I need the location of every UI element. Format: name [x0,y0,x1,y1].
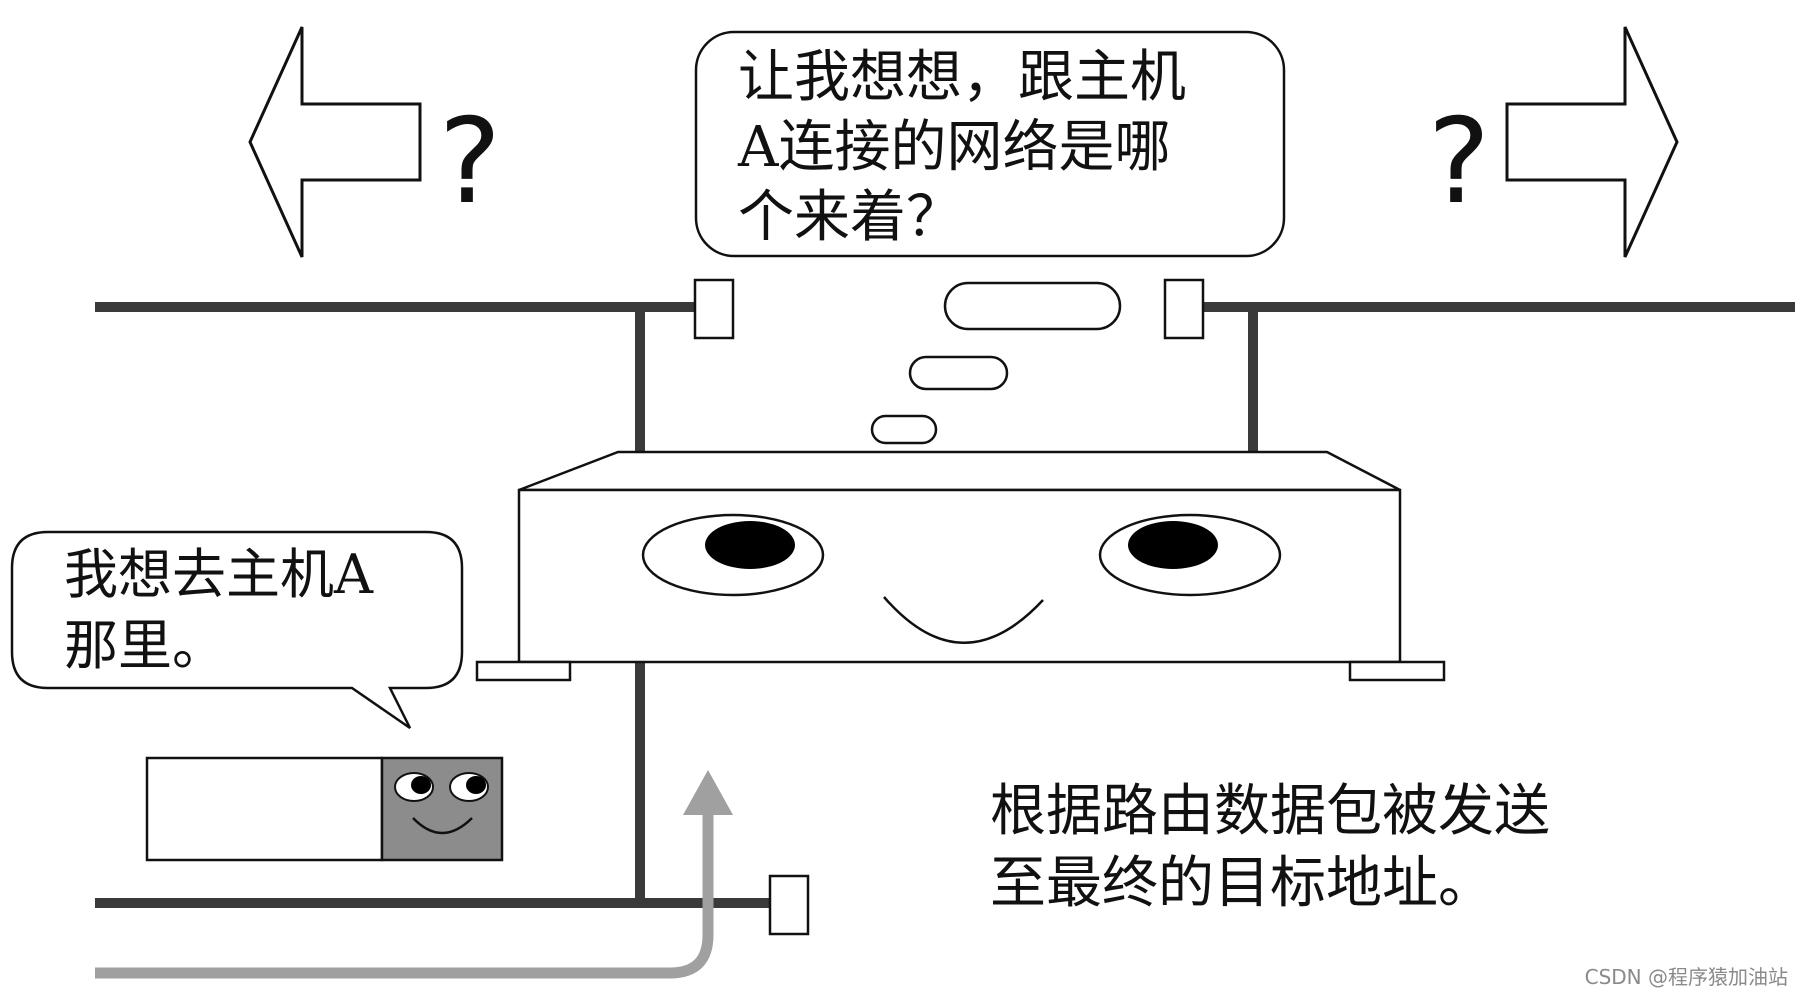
packet-speech-bubble: 我想去主机A 那里。 [10,530,464,730]
thought-bubbles [870,281,1122,445]
router-bubble-line-2: A连接的网络是哪 [737,115,1170,180]
right-arrow: ? [1428,26,1679,258]
left-arrow: ? [248,26,502,258]
packet-smile [412,817,473,835]
packet-path-arrow [95,770,733,979]
left-question-mark: ? [439,92,502,230]
thought-bubble-large [943,281,1122,331]
port-connectors [693,278,1205,936]
caption: 根据路由数据包被发送 至最终的目标地址。 [990,779,1550,916]
port-connector-bottom [768,874,810,936]
left-arrow-shape [248,26,422,258]
router-right-pupil [1128,521,1218,569]
router-smile [883,596,1044,644]
caption-line-1: 根据路由数据包被发送 [990,779,1550,844]
packet-path-arrowhead [683,770,733,815]
router-left-pupil [705,521,795,569]
network-lines [95,302,1795,908]
router-bubble-line-3: 个来着？ [738,185,962,250]
router [475,450,1446,682]
router-top-face [518,450,1401,492]
packet [145,756,504,862]
thought-bubble-medium [908,355,1009,391]
thought-bubble-small [870,414,938,445]
packet-bubble-line-1: 我想去主机A [64,543,374,606]
router-foot-right [1348,660,1446,682]
packet-left-pupil [411,776,431,794]
port-connector-top-left [693,278,735,340]
packet-bubble-outline [10,530,464,730]
packet-face-panel [380,756,504,862]
router-foot-left [475,660,572,682]
router-speech-bubble: 让我想想，跟主机 A连接的网络是哪 个来着？ [694,30,1286,258]
packet-body [145,756,384,862]
watermark: CSDN @程序猿加油站 [1585,965,1788,989]
router-bubble-line-1: 让我想想，跟主机 [738,45,1186,110]
right-arrow-shape [1505,26,1679,258]
port-connector-top-right [1163,278,1205,340]
router-bubble-outline [694,30,1286,258]
packet-bubble-line-2: 那里。 [64,614,226,677]
packet-right-pupil [466,776,486,794]
packet-path-line [95,808,714,979]
caption-line-2: 至最终的目标地址。 [990,851,1494,916]
right-question-mark: ? [1428,92,1491,230]
